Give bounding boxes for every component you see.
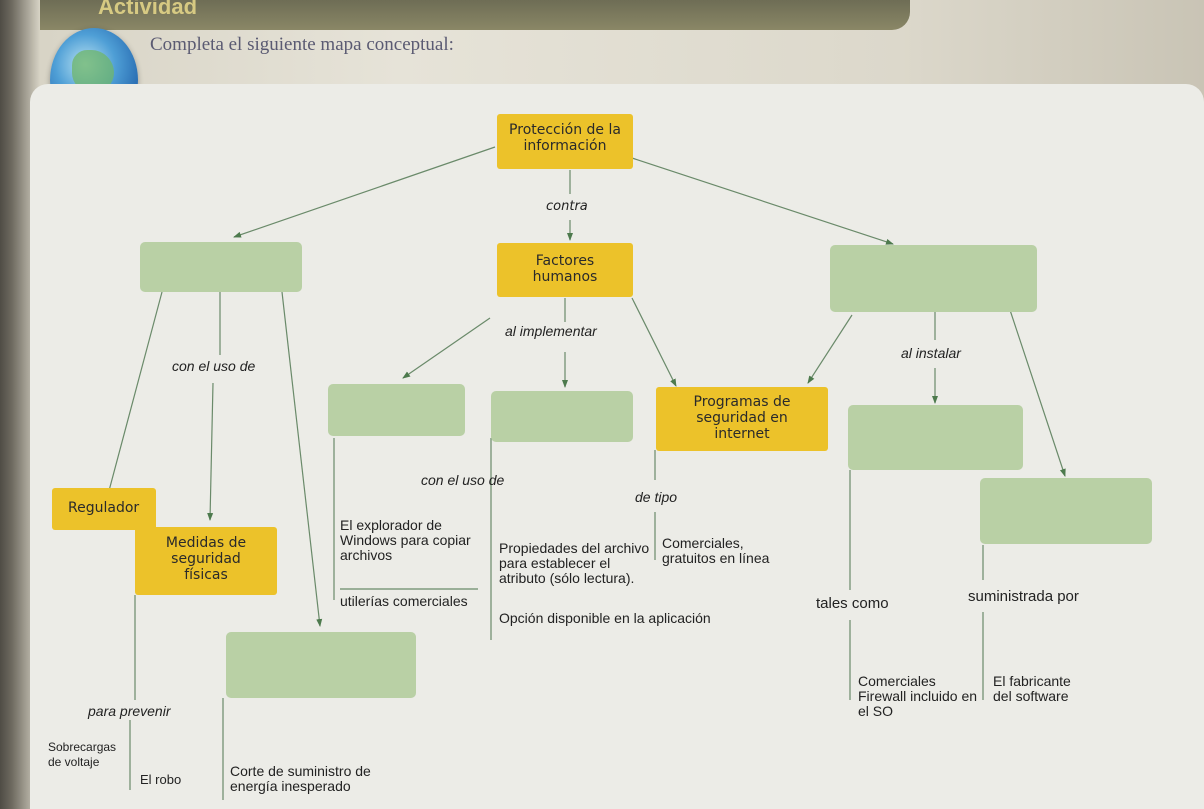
- concept-programas-label: Programas de seguridad en internet: [693, 394, 791, 442]
- blank-box-left-branch[interactable]: [140, 242, 302, 292]
- arrow-conuso-medidas: [207, 382, 214, 521]
- concept-medidas: Medidas de seguridad físicas: [135, 527, 277, 595]
- blank-box-install[interactable]: [848, 405, 1023, 470]
- concept-regulador: Regulador: [52, 488, 156, 530]
- concept-medidas-label: Medidas de seguridad físicas: [165, 535, 247, 583]
- link-al-instalar: al instalar: [901, 345, 961, 361]
- concept-factores: Factores humanos: [497, 243, 633, 297]
- blank-box-implement-1[interactable]: [328, 384, 465, 436]
- arrow-left-regulador: [100, 291, 163, 518]
- arrow-root-right: [631, 157, 894, 245]
- note-corte: Corte de suministro de energía inesperad…: [230, 763, 371, 794]
- note-opcion: Opción disponible en la aplicación: [499, 610, 711, 626]
- concept-root: Protección de la información: [497, 114, 633, 169]
- concept-factores-label: Factores humanos: [532, 253, 598, 285]
- link-con-el-uso-de-mid: con el uso de: [421, 472, 505, 488]
- note-explorador: El explorador de Windows para copiar arc…: [340, 517, 471, 563]
- note-utilerias: utilerías comerciales: [340, 593, 468, 609]
- note-robo: El robo: [140, 772, 182, 787]
- concept-programas: Programas de seguridad en internet: [656, 387, 828, 451]
- instruction-text: Completa el siguiente mapa conceptual:: [150, 34, 454, 55]
- arrow-left-green4: [281, 291, 323, 627]
- link-al-implementar: al implementar: [505, 323, 597, 339]
- concept-regulador-label: Regulador: [68, 500, 140, 516]
- activity-header-band: [40, 0, 910, 30]
- link-contra: contra: [546, 199, 588, 214]
- note-comerciales-firewall: Comerciales Firewall incluido en el SO: [858, 673, 978, 719]
- note-sobrecargas: Sobrecargas de voltaje: [48, 740, 117, 769]
- arrow-root-left: [233, 146, 496, 238]
- blank-box-supplied[interactable]: [980, 478, 1152, 544]
- arrow-right-green6: [1009, 309, 1066, 477]
- arrow-implementar-left: [402, 317, 491, 379]
- link-con-el-uso-de-left: con el uso de: [172, 358, 256, 374]
- concept-root-label: Protección de la información: [509, 122, 621, 154]
- blank-box-implement-2[interactable]: [491, 391, 633, 442]
- note-fabricante: El fabricante del software: [993, 673, 1071, 704]
- link-suministrada-por: suministrada por: [968, 588, 1079, 605]
- note-propiedades: Propiedades del archivo para establecer …: [499, 540, 650, 586]
- blank-box-physical[interactable]: [226, 632, 416, 698]
- link-de-tipo: de tipo: [635, 489, 678, 505]
- arrow-factores-programas: [631, 297, 677, 387]
- arrow-right-programas: [807, 314, 853, 384]
- link-para-prevenir: para prevenir: [88, 703, 171, 719]
- note-comerciales-gratuitos: Comerciales, gratuitos en línea: [662, 535, 770, 566]
- blank-box-right-branch[interactable]: [830, 245, 1037, 312]
- link-tales-como: tales como: [816, 595, 889, 612]
- activity-title: Actividad: [98, 0, 198, 19]
